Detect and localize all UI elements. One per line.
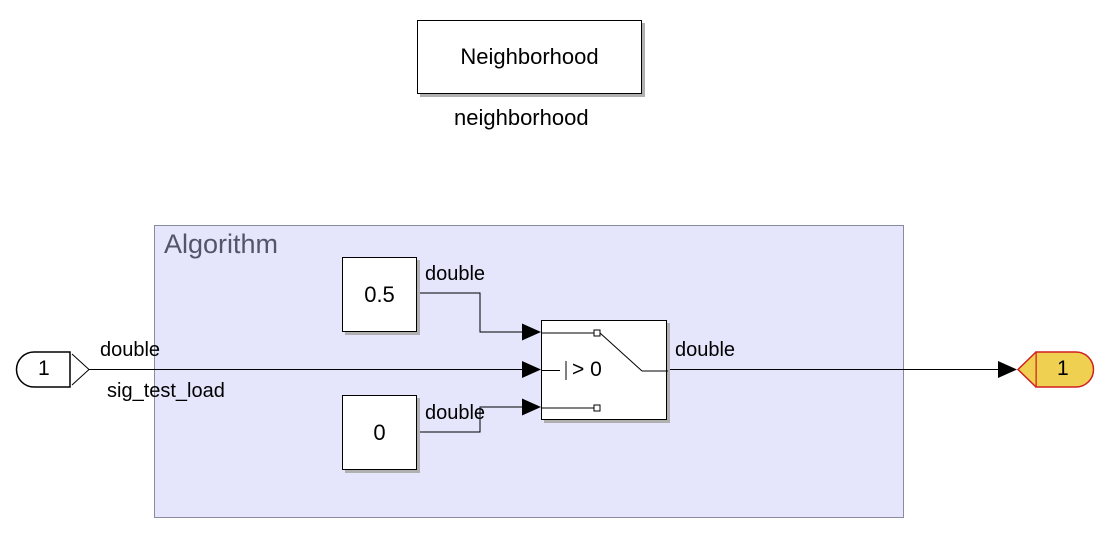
constant-value: 0 bbox=[373, 419, 386, 445]
output-signal-line[interactable] bbox=[667, 361, 1017, 378]
constant-block-top[interactable]: 0.5 bbox=[342, 257, 417, 332]
outport-number: 1 bbox=[1057, 357, 1069, 380]
bottom-constant-signal-type: double bbox=[425, 402, 486, 424]
switch-block[interactable]: > 0 bbox=[541, 320, 668, 420]
subsystem-name: neighborhood bbox=[454, 105, 589, 130]
switch-criteria: > 0 bbox=[572, 358, 602, 381]
outport-block[interactable] bbox=[1016, 351, 1095, 388]
input-signal-type: double bbox=[100, 339, 161, 361]
constant-value: 0.5 bbox=[364, 281, 395, 307]
switch-icon bbox=[542, 329, 668, 412]
input-signal-line[interactable] bbox=[89, 361, 541, 378]
output-signal-type: double bbox=[675, 339, 736, 361]
neighborhood-subsystem-block[interactable]: Neighborhood bbox=[417, 20, 642, 94]
constant-block-bottom[interactable]: 0 bbox=[342, 395, 417, 470]
bottom-constant-signal-line[interactable] bbox=[417, 398, 541, 433]
top-constant-signal-line[interactable] bbox=[417, 292, 541, 341]
inport-number: 1 bbox=[38, 357, 50, 380]
top-constant-signal-type: double bbox=[425, 263, 486, 285]
algorithm-area-title: Algorithm bbox=[164, 229, 279, 259]
inport-block[interactable] bbox=[15, 351, 90, 388]
input-signal-name: sig_test_load bbox=[107, 380, 225, 402]
subsystem-label: Neighborhood bbox=[460, 44, 599, 69]
